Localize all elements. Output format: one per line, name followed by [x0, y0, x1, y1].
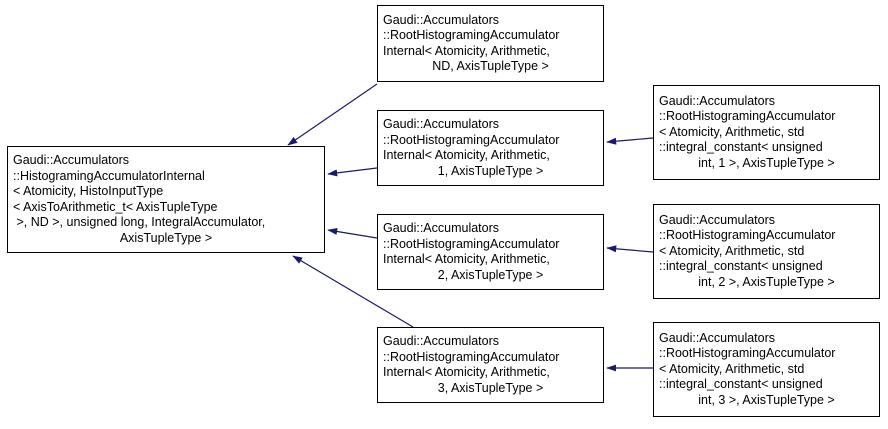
- node-root-histograming-accumulator-internal-1[interactable]: Gaudi::Accumulators ::RootHistogramingAc…: [377, 110, 604, 186]
- node-label-line: 2, AxisTupleType >: [437, 267, 544, 282]
- node-label-line: 3, AxisTupleType >: [437, 380, 544, 395]
- node-label-line: Internal< Atomicity, Arithmetic,: [383, 252, 550, 266]
- node-histograming-accumulator-internal[interactable]: Gaudi::Accumulators ::HistogramingAccumu…: [7, 146, 325, 253]
- arrow-accumulator-1-to-internal-1: [606, 137, 654, 145]
- arrow-internal-nd-to-base: [287, 83, 378, 146]
- node-label-line: ::RootHistogramingAccumulator: [383, 236, 560, 251]
- node-root-histograming-accumulator-1[interactable]: Gaudi::Accumulators ::RootHistogramingAc…: [653, 85, 880, 180]
- arrow-accumulator-2-to-internal-2: [606, 245, 654, 253]
- arrow-internal-2-to-base: [327, 228, 378, 239]
- node-label-line: AxisTupleType >: [119, 230, 213, 245]
- node-label-line: < Atomicity, Arithmetic, std: [659, 124, 805, 139]
- node-label-line: ::integral_constant< unsigned: [659, 140, 823, 155]
- node-label-line: ::RootHistogramingAccumulator: [383, 349, 560, 364]
- node-label-line: Gaudi::Accumulators: [383, 12, 500, 27]
- node-label-line: ::RootHistogramingAccumulator: [383, 132, 560, 147]
- node-label-line: Gaudi::Accumulators: [383, 117, 500, 131]
- node-label-line: ::RootHistogramingAccumulator: [383, 28, 560, 42]
- node-label-line: < Atomicity, HistoInputType: [13, 184, 164, 198]
- node-root-histograming-accumulator-3[interactable]: Gaudi::Accumulators ::RootHistogramingAc…: [653, 322, 880, 417]
- node-label-line: Gaudi::Accumulators: [659, 93, 776, 108]
- node-root-histograming-accumulator-internal-nd[interactable]: Gaudi::Accumulators ::RootHistogramingAc…: [377, 5, 604, 82]
- node-label-line: ::HistogramingAccumulatorInternal: [13, 168, 205, 183]
- node-label-line: < Atomicity, Arithmetic, std: [659, 243, 805, 258]
- node-label-line: int, 1 >, AxisTupleType >: [698, 155, 835, 170]
- node-label-line: Internal< Atomicity, Arithmetic,: [383, 148, 550, 162]
- node-label-line: Gaudi::Accumulators: [659, 330, 776, 345]
- node-label-line: ND, AxisTupleType >: [432, 59, 549, 73]
- node-label-line: Gaudi::Accumulators: [13, 153, 130, 167]
- node-label-line: 1, AxisTupleType >: [437, 163, 544, 178]
- node-label-line: Internal< Atomicity, Arithmetic,: [383, 365, 550, 379]
- node-root-histograming-accumulator-internal-3[interactable]: Gaudi::Accumulators ::RootHistogramingAc…: [377, 327, 604, 403]
- node-label-line: int, 2 >, AxisTupleType >: [698, 274, 835, 289]
- node-label-line: ::RootHistogramingAccumulator: [659, 109, 836, 124]
- node-label-line: ::RootHistogramingAccumulator: [659, 346, 836, 361]
- node-root-histograming-accumulator-2[interactable]: Gaudi::Accumulators ::RootHistogramingAc…: [653, 204, 880, 299]
- node-label-line: Gaudi::Accumulators: [659, 212, 776, 227]
- node-label-line: >, ND >, unsigned long, IntegralAccumula…: [13, 215, 266, 229]
- arrow-internal-1-to-base: [327, 167, 378, 177]
- node-label-line: < AxisToArithmetic_t< AxisTupleType: [13, 199, 218, 214]
- node-label-line: Gaudi::Accumulators: [383, 334, 500, 348]
- node-label-line: int, 3 >, AxisTupleType >: [698, 392, 835, 407]
- node-label-line: Gaudi::Accumulators: [383, 221, 500, 235]
- node-label-line: ::integral_constant< unsigned: [659, 259, 823, 274]
- node-root-histograming-accumulator-internal-2[interactable]: Gaudi::Accumulators ::RootHistogramingAc…: [377, 214, 604, 290]
- node-label-line: Internal< Atomicity, Arithmetic,: [383, 43, 550, 58]
- node-label-line: ::integral_constant< unsigned: [659, 377, 823, 392]
- node-label-line: ::RootHistogramingAccumulator: [659, 228, 836, 243]
- node-label-line: < Atomicity, Arithmetic, std: [659, 361, 805, 376]
